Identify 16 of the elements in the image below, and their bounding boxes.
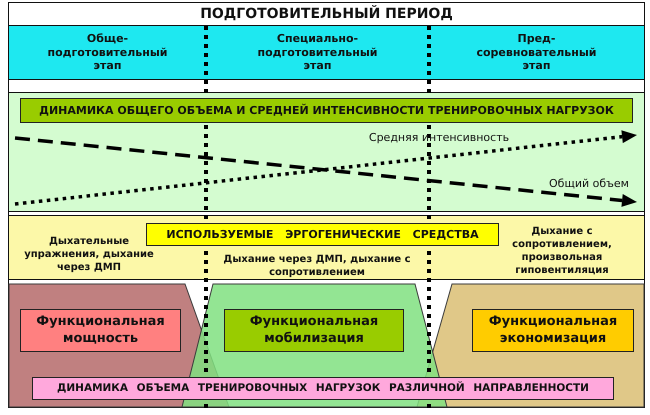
stage-header: Специально-подготовительный этап bbox=[206, 25, 429, 80]
phase-box: Функциональная экономизация bbox=[472, 309, 634, 352]
trend-panel bbox=[9, 92, 644, 212]
phase-box: Функциональная мощность bbox=[20, 309, 181, 352]
footer-banner: ДИНАМИКА ОБЪЕМА ТРЕНИРОВОЧНЫХ НАГРУЗОК РАЗЛИЧНОЙ НАПРАВЛЕННОСТИ bbox=[32, 377, 614, 400]
diagram-title: ПОДГОТОВИТЕЛЬНЫЙ ПЕРИОД bbox=[200, 6, 453, 22]
line-label: Средняя интенсивность bbox=[368, 131, 510, 144]
panel-heading: ИСПОЛЬЗУЕМЫЕ ЭРГОГЕНИЧЕСКИЕ СРЕДСТВА bbox=[146, 223, 499, 246]
line-label: Общий объем bbox=[549, 176, 629, 190]
note-text: Дыхание через ДМП, дыхание с сопротивлением bbox=[223, 254, 411, 278]
phase-box: Функциональная мобилизация bbox=[224, 309, 404, 352]
stage-header: Обще-подготовительный этап bbox=[9, 25, 206, 80]
panel-heading: ДИНАМИКА ОБЩЕГО ОБЪЕМА И СРЕДНЕЙ ИНТЕНСИВНОСТИ ТРЕНИРОВОЧНЫХ НАГРУЗОК bbox=[20, 98, 633, 123]
stage-header: Пред-соревновательный этап bbox=[429, 25, 644, 80]
note-text: Дыхание с сопротивлением, произвольная гиповентиляция bbox=[512, 226, 612, 276]
means-panel bbox=[9, 215, 644, 280]
